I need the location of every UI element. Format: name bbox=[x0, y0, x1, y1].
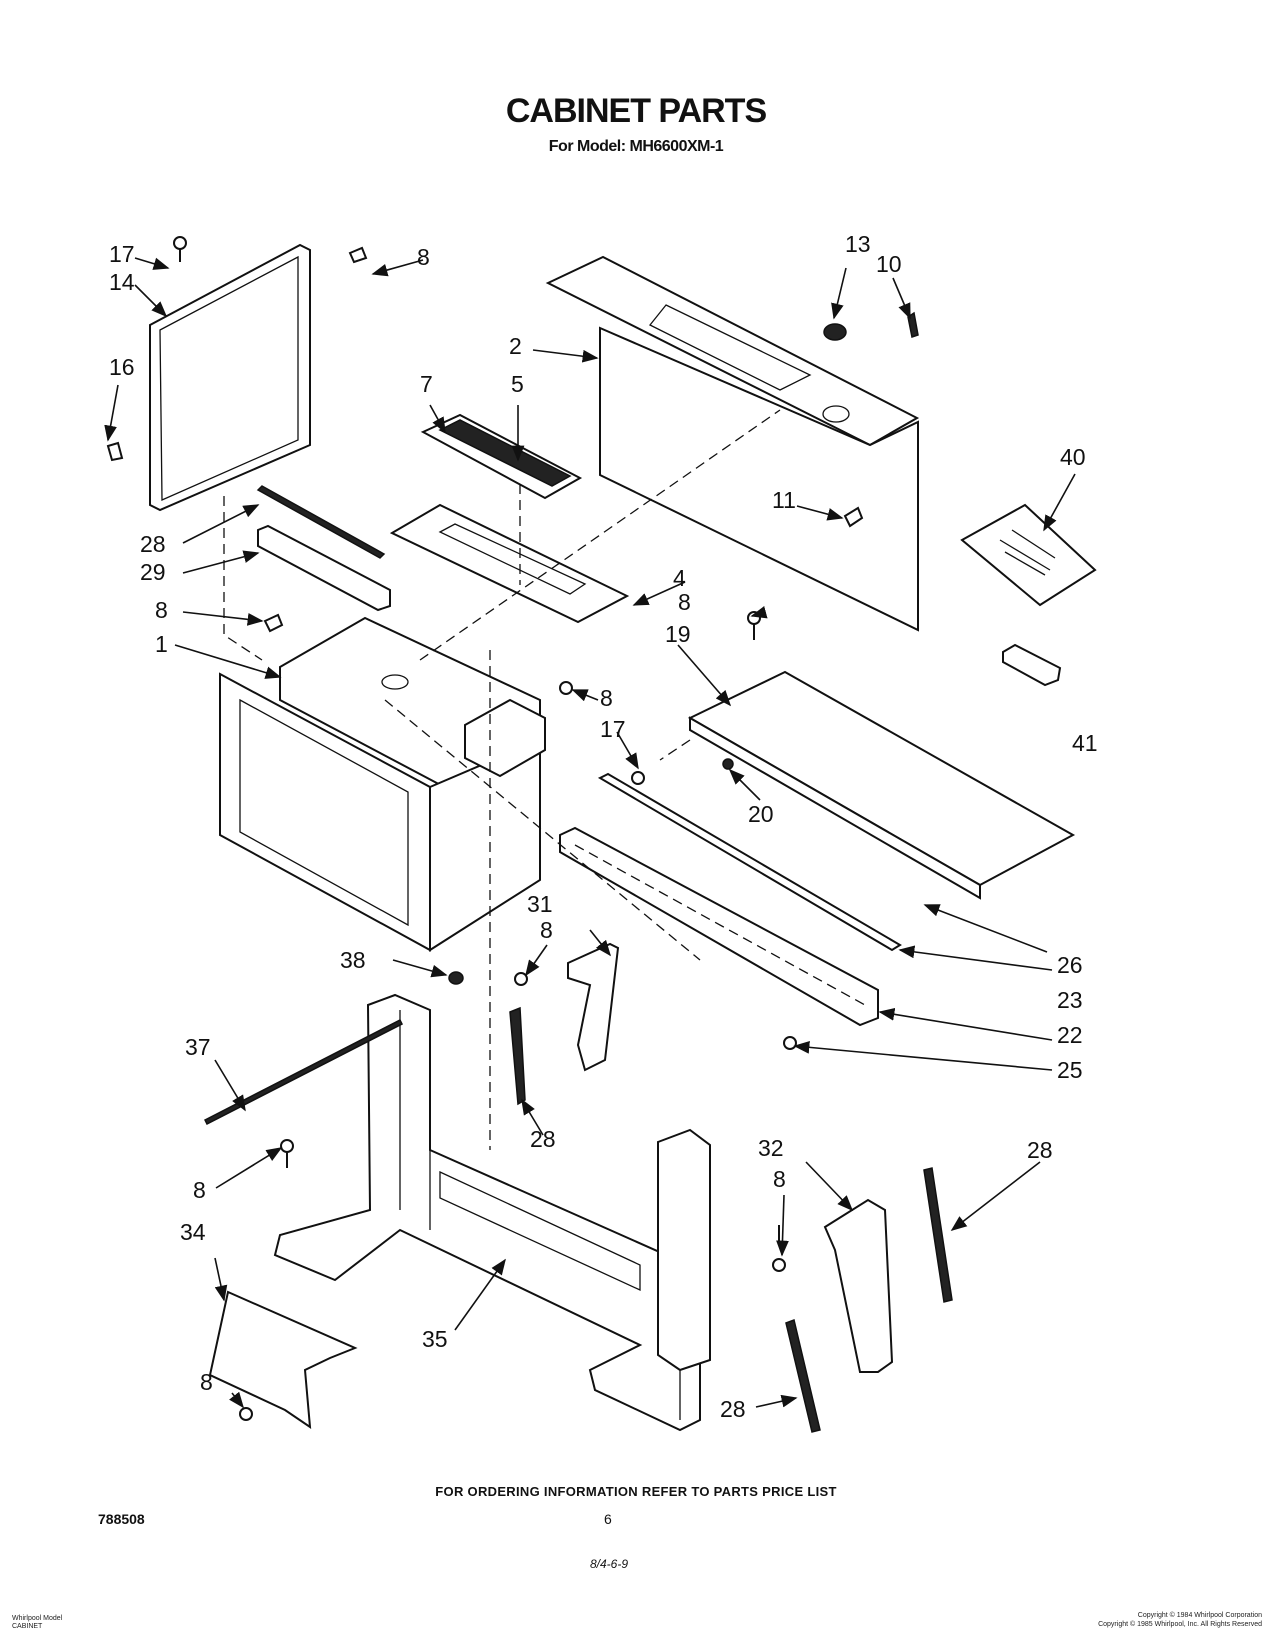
callout-labels: 17 14 16 8 2 7 5 13 10 11 40 28 29 8 4 8… bbox=[109, 231, 1098, 1422]
callout-8: 8 bbox=[193, 1177, 206, 1203]
part-1-oven-cavity bbox=[219, 616, 546, 952]
callout-5: 5 bbox=[511, 371, 524, 397]
footer-copyright: Copyright © 1984 Whirlpool Corporation C… bbox=[1098, 1611, 1262, 1629]
callout-22: 22 bbox=[1057, 1022, 1083, 1048]
part-31-bracket bbox=[567, 942, 620, 1072]
part-22-grille bbox=[559, 826, 879, 1027]
screws bbox=[106, 236, 919, 1421]
page-title: CABINET PARTS bbox=[505, 92, 767, 130]
callout-1: 1 bbox=[155, 631, 168, 657]
callout-29: 29 bbox=[140, 559, 166, 585]
part-14-side-panel bbox=[149, 243, 311, 512]
callout-16: 16 bbox=[109, 354, 135, 380]
callout-8: 8 bbox=[155, 597, 168, 623]
callout-35: 35 bbox=[422, 1326, 448, 1352]
assembly-lines bbox=[223, 409, 781, 1150]
document-number: 788508 bbox=[98, 1511, 145, 1527]
callout-41: 41 bbox=[1072, 730, 1098, 756]
callout-28: 28 bbox=[530, 1126, 556, 1152]
callout-37: 37 bbox=[185, 1034, 211, 1060]
callout-28: 28 bbox=[140, 531, 166, 557]
part-28-strips bbox=[203, 1006, 953, 1433]
part-23-strip bbox=[597, 772, 902, 952]
callout-17: 17 bbox=[600, 716, 626, 742]
callout-25: 25 bbox=[1057, 1057, 1083, 1083]
ordering-note: FOR ORDERING INFORMATION REFER TO PARTS … bbox=[435, 1484, 837, 1499]
footer-left-line: CABINET bbox=[12, 1623, 43, 1630]
footer-left: Whirlpool Model CABINET bbox=[12, 1615, 62, 1631]
part-34-bracket bbox=[208, 1290, 358, 1430]
callout-19: 19 bbox=[665, 621, 691, 647]
callout-8: 8 bbox=[600, 685, 613, 711]
copyright-line: Copyright © 1984 Whirlpool Corporation bbox=[1137, 1612, 1262, 1619]
part-7-vent bbox=[420, 413, 583, 500]
callout-38: 38 bbox=[340, 947, 366, 973]
model-subtitle: For Model: MH6600XM-1 bbox=[548, 138, 724, 155]
callout-8: 8 bbox=[417, 244, 430, 270]
callout-17: 17 bbox=[109, 241, 135, 267]
callout-26: 26 bbox=[1057, 952, 1083, 978]
callout-8: 8 bbox=[540, 917, 553, 943]
part-4-cover-plate bbox=[389, 503, 630, 624]
callout-10: 10 bbox=[876, 251, 902, 277]
part-40-hardware-bag bbox=[960, 503, 1097, 607]
callout-leaders bbox=[104, 257, 1076, 1409]
callout-40: 40 bbox=[1060, 444, 1086, 470]
page-number: 6 bbox=[604, 1511, 612, 1527]
part-2-back-panel bbox=[545, 255, 920, 632]
part-29-strip bbox=[256, 485, 391, 612]
callout-32: 32 bbox=[758, 1135, 784, 1161]
part-41-clip bbox=[1002, 643, 1062, 687]
part-35-base-frame bbox=[273, 993, 711, 1432]
copyright-line: Copyright © 1985 Whirlpool, Inc. All Rig… bbox=[1098, 1621, 1262, 1628]
callout-2: 2 bbox=[509, 333, 522, 359]
callout-4: 4 bbox=[673, 565, 686, 591]
callout-23: 23 bbox=[1057, 987, 1083, 1013]
callout-11: 11 bbox=[772, 487, 796, 513]
callout-14: 14 bbox=[109, 269, 135, 295]
callout-34: 34 bbox=[180, 1219, 206, 1245]
part-19-top-panel bbox=[687, 670, 1076, 900]
callout-31: 31 bbox=[527, 891, 553, 917]
callout-13: 13 bbox=[845, 231, 871, 257]
callout-8: 8 bbox=[773, 1166, 786, 1192]
callout-28: 28 bbox=[720, 1396, 746, 1422]
callout-28: 28 bbox=[1027, 1137, 1053, 1163]
callout-8: 8 bbox=[200, 1369, 213, 1395]
footer-left-line: Whirlpool Model bbox=[12, 1615, 63, 1622]
date-code: 8/4-6-9 bbox=[590, 1557, 629, 1571]
part-32-bracket bbox=[823, 1198, 894, 1373]
callout-7: 7 bbox=[420, 371, 433, 397]
callout-8: 8 bbox=[678, 589, 691, 615]
callout-20: 20 bbox=[748, 801, 774, 827]
